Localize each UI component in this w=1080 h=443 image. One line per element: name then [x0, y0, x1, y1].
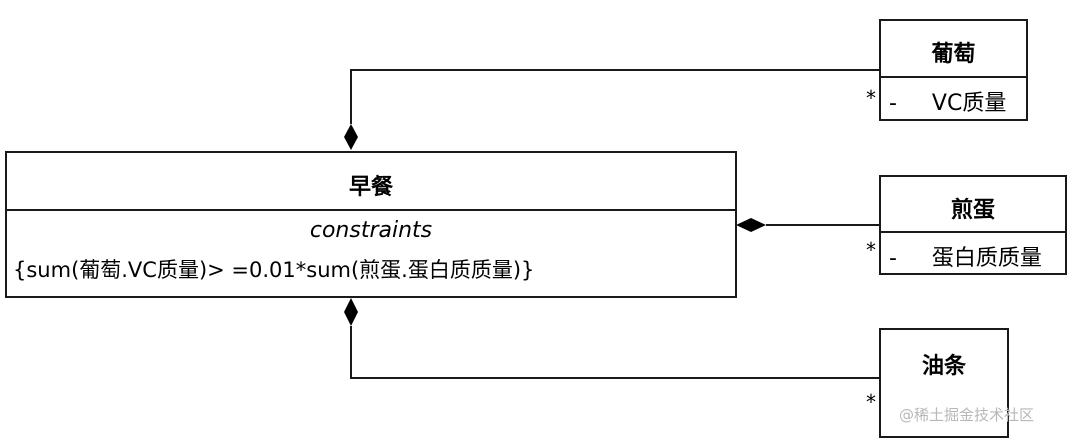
class-name: 早餐: [348, 175, 393, 200]
class-egg: 煎蛋 - 蛋白质质量: [879, 175, 1067, 275]
composition-diamond-egg: [736, 218, 766, 232]
class-grape: 葡萄 - VC质量: [879, 19, 1028, 121]
class-breakfast: 早餐 constraints {sum(葡萄.VC质量)> =0.01*sum(…: [5, 151, 737, 298]
class-divider: [881, 231, 1065, 233]
class-name: 油条: [921, 354, 966, 379]
attribute-vc-mass: - VC质量: [889, 91, 1007, 116]
composition-diamond-youtiao: [344, 298, 358, 326]
stereotype-label: constraints: [309, 218, 433, 243]
multiplicity-youtiao: *: [866, 390, 876, 414]
composition-link-youtiao: [350, 326, 880, 379]
composition-link-grape: [350, 69, 880, 124]
attribute-protein-mass: - 蛋白质质量: [889, 246, 1042, 271]
composition-diamond-grape: [344, 124, 358, 150]
constraint-text: {sum(葡萄.VC质量)> =0.01*sum(煎蛋.蛋白质质量)}: [13, 258, 535, 282]
multiplicity-grape: *: [866, 86, 876, 110]
watermark: @稀土掘金技术社区: [899, 406, 1035, 424]
multiplicity-egg: *: [866, 238, 876, 262]
class-youtiao: 油条: [879, 328, 1009, 438]
class-name: 葡萄: [931, 42, 976, 67]
class-divider: [7, 209, 735, 211]
class-name: 煎蛋: [950, 198, 995, 223]
class-divider: [881, 76, 1026, 78]
